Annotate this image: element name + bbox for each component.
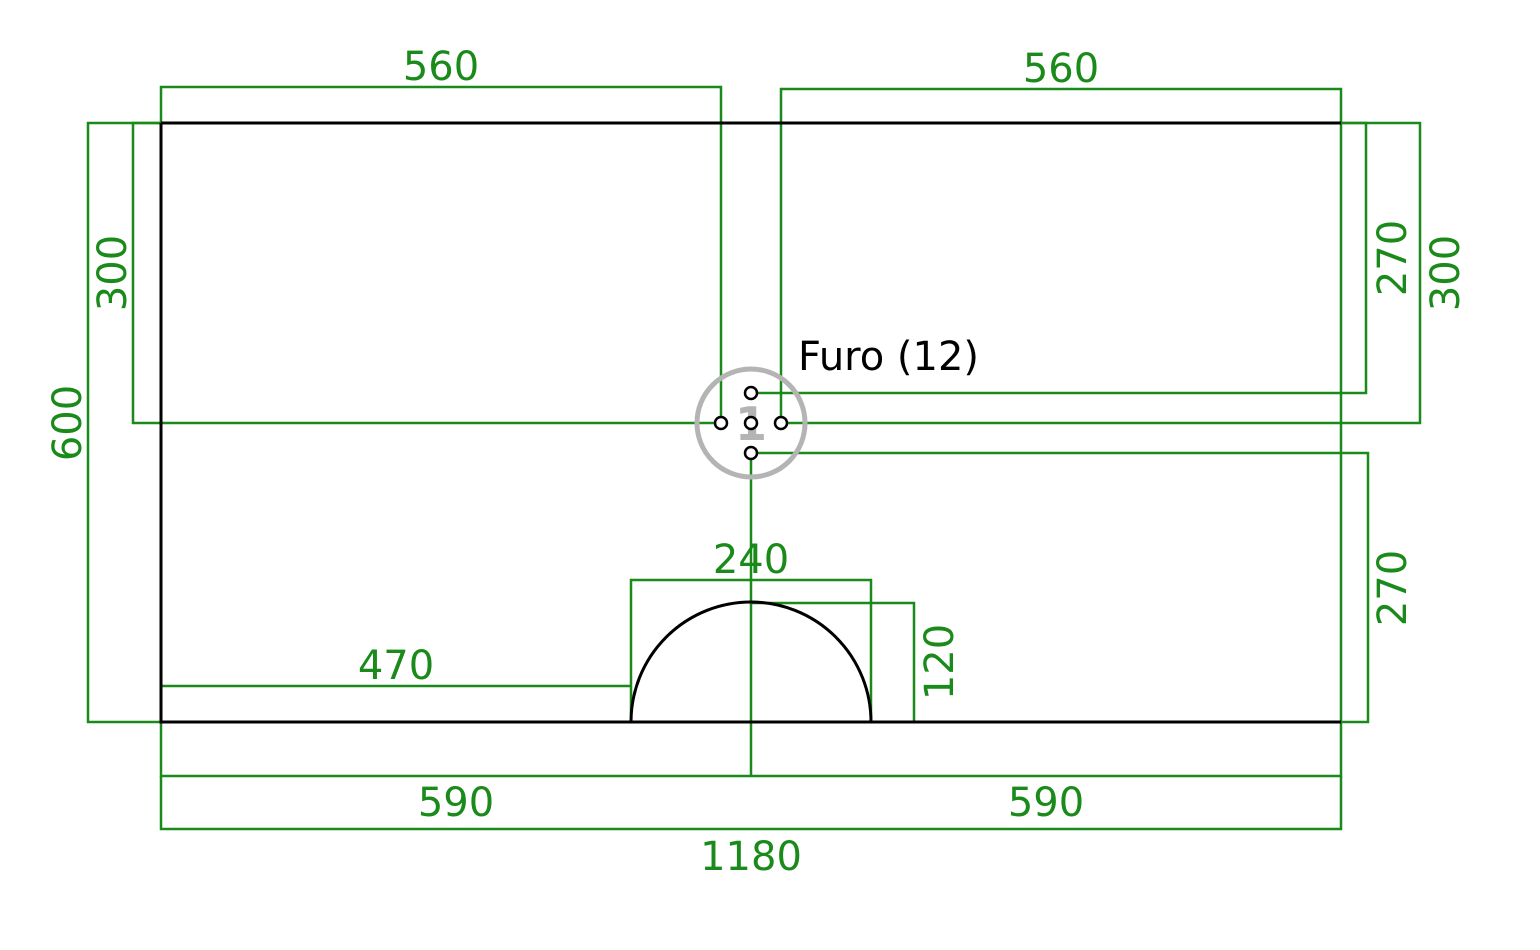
dim-right-upper-300: 300 [1423,235,1469,311]
dim-line-left-600 [86,121,161,724]
dim-arc-120: 120 [917,624,963,700]
dim-line-top-left-560 [159,85,723,423]
dim-left-300: 300 [90,235,136,311]
dim-bottom-right-590: 590 [1008,780,1084,826]
hole-bottom [743,445,759,461]
hole-top [743,385,759,401]
dim-bottom-left-590: 590 [418,780,494,826]
dim-right-lower-270: 270 [1370,550,1416,626]
dim-line-left-300 [131,121,721,425]
dim-line-bottom-470 [159,684,631,722]
dim-top-right-560: 560 [1023,46,1099,92]
dim-right-upper-270: 270 [1370,220,1416,296]
dim-arc-240: 240 [713,537,789,583]
dim-top-left-560: 560 [403,44,479,90]
dim-bottom-1180: 1180 [700,834,802,880]
hole-group: 1 [694,366,808,480]
position-marker-ring [694,366,808,480]
hole-center [743,415,759,431]
dimension-labels: 560 560 300 600 270 300 270 240 120 470 … [45,44,1469,880]
dim-bottom-470: 470 [358,643,434,689]
dim-line-arc-240 [629,578,873,722]
dim-line-top-right-560 [779,87,1343,423]
dim-line-right-lower-270 [751,451,1370,724]
dim-line-arc-120 [751,601,916,724]
dim-line-bottom-right-590 [751,123,1343,778]
semicircle-cutout [629,600,873,723]
dim-line-right-upper-300 [781,121,1422,425]
panel-outline [159,121,1341,724]
dim-line-bottom-left-590 [159,722,751,778]
part-outline [159,121,1341,724]
hole-label: Furo (12) [798,334,979,380]
dim-left-600: 600 [45,385,91,461]
hole-left [713,415,729,431]
hole-right [773,415,789,431]
dim-line-bottom-1180 [159,776,1343,831]
